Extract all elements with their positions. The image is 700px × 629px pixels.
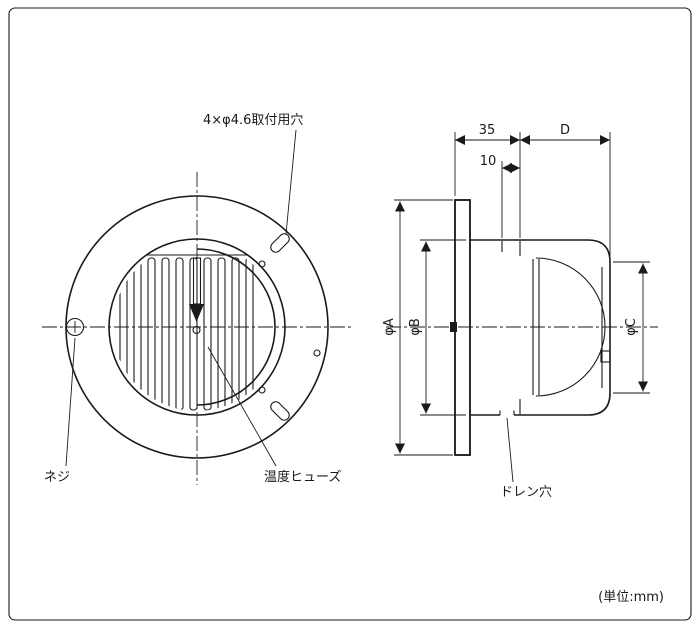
leader-drain-hole bbox=[506, 417, 514, 483]
dim-35: 35 bbox=[479, 123, 496, 138]
damper-arc bbox=[196, 248, 276, 406]
grille-circle bbox=[108, 238, 286, 416]
leader-mounting-hole bbox=[285, 129, 297, 235]
louver-group bbox=[119, 257, 254, 411]
dimension-phi-a: φA bbox=[382, 199, 453, 456]
label-unit-note: (単位:mm) bbox=[598, 589, 664, 605]
louver bbox=[119, 257, 128, 411]
label-mounting-hole: 4×φ4.6取付用穴 bbox=[203, 113, 303, 128]
dimension-phi-c: φC bbox=[613, 261, 650, 394]
front-view: 4×φ4.6取付用穴 ネジ 温度ヒューズ bbox=[42, 113, 352, 485]
leader-screw bbox=[65, 337, 76, 467]
flange-plate bbox=[454, 199, 471, 456]
louver bbox=[175, 257, 184, 411]
louver bbox=[217, 257, 226, 411]
sheet-border bbox=[8, 7, 692, 621]
dim-phi-c: φC bbox=[624, 318, 639, 336]
dimension-phi-b: φB bbox=[408, 239, 466, 416]
small-hole bbox=[313, 349, 321, 357]
small-hole bbox=[258, 386, 266, 394]
mounting-slot-top bbox=[270, 233, 290, 253]
louver bbox=[147, 257, 156, 411]
thermal-fuse bbox=[189, 257, 204, 335]
label-drain-hole: ドレン穴 bbox=[500, 485, 552, 500]
leader-thermal-fuse bbox=[207, 346, 277, 467]
flange-hatch bbox=[454, 199, 471, 456]
screw-head bbox=[65, 317, 85, 337]
label-screw: ネジ bbox=[44, 470, 70, 485]
dimension-top: 35 D bbox=[454, 123, 611, 256]
dim-phi-b: φB bbox=[408, 318, 423, 336]
small-hole bbox=[258, 260, 266, 268]
louver bbox=[203, 257, 212, 411]
mounting-slot-bottom bbox=[270, 401, 290, 421]
dim-phi-a: φA bbox=[382, 318, 397, 336]
louver bbox=[133, 257, 142, 411]
label-thermal-fuse: 温度ヒューズ bbox=[264, 469, 341, 485]
side-view: φA φB φC 35 D 1 bbox=[382, 123, 658, 500]
louver bbox=[231, 257, 240, 411]
latch-detail bbox=[600, 350, 611, 363]
louver bbox=[161, 257, 170, 411]
hood-outline bbox=[470, 239, 611, 416]
damper-dome-arc bbox=[535, 257, 606, 397]
dim-d: D bbox=[560, 123, 570, 138]
fuse-section-mark bbox=[450, 322, 457, 332]
dimension-10: 10 bbox=[480, 154, 520, 238]
dim-10: 10 bbox=[480, 154, 497, 169]
